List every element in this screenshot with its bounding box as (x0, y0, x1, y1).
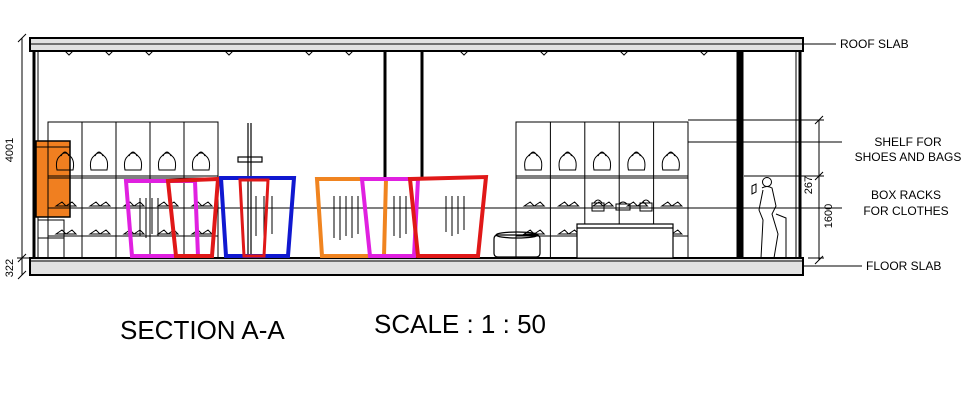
shoe-shape (556, 229, 580, 235)
orange-wall-cabinet (35, 140, 71, 259)
shoe-shape (591, 201, 615, 207)
shoe-shape (88, 229, 112, 235)
box-rack-red-2 (238, 178, 270, 258)
dimensions (17, 33, 824, 280)
label-roof-slab: ROOF SLAB (840, 37, 909, 51)
box-rack-magenta (123, 179, 201, 258)
shoe-shape (522, 201, 546, 207)
label-box-line2: FOR CLOTHES (863, 204, 948, 218)
box-rack-magenta-2 (359, 177, 421, 258)
bag-shape (55, 151, 75, 171)
title-scale: SCALE : 1 : 50 (374, 309, 546, 339)
label-shelf-line1: SHELF FOR (874, 135, 942, 149)
bag-shape (592, 151, 612, 171)
bag-shape (627, 151, 646, 171)
dim-lower: 1600 (823, 204, 835, 228)
label-box-line1: BOX RACKS (871, 188, 941, 202)
bag-shape (123, 151, 143, 171)
shoe-shape (88, 201, 112, 207)
shoe-shape (660, 201, 684, 207)
bag-shape (157, 151, 177, 171)
shelf-left (47, 121, 219, 259)
box-rack-red-3 (407, 174, 489, 258)
title-section: SECTION A-A (120, 315, 285, 345)
label-shelf-line2: SHOES AND BAGS (855, 150, 962, 164)
bag-shape (661, 151, 680, 171)
hanging-clothes (139, 196, 465, 240)
box-rack-blue (218, 176, 297, 258)
shoe-shape (54, 229, 78, 235)
bag-shape (558, 151, 577, 171)
box-racks (123, 174, 489, 258)
floor-slab (29, 257, 804, 276)
shoe-shape (54, 201, 78, 207)
bag-shape (524, 151, 543, 171)
figure-silhouette (751, 177, 787, 259)
box-rack-red-1 (165, 176, 221, 258)
bags (591, 199, 653, 212)
bag-shape (191, 151, 211, 171)
roof-slab (29, 37, 804, 52)
label-floor-slab: FLOOR SLAB (866, 259, 941, 273)
dim-total-height: 4001 (4, 138, 16, 162)
leader-lines (580, 43, 862, 267)
dim-floor-thickness: 322 (4, 259, 16, 277)
ceiling-lights (63, 50, 710, 56)
counter (576, 223, 674, 259)
shoe-shape (556, 201, 580, 207)
shoe-shape (122, 229, 146, 235)
bag-shape (89, 151, 109, 171)
ottoman (493, 231, 541, 258)
shoe-shape (156, 201, 180, 207)
walls (32, 50, 802, 259)
dim-upper: 267 (803, 176, 815, 194)
